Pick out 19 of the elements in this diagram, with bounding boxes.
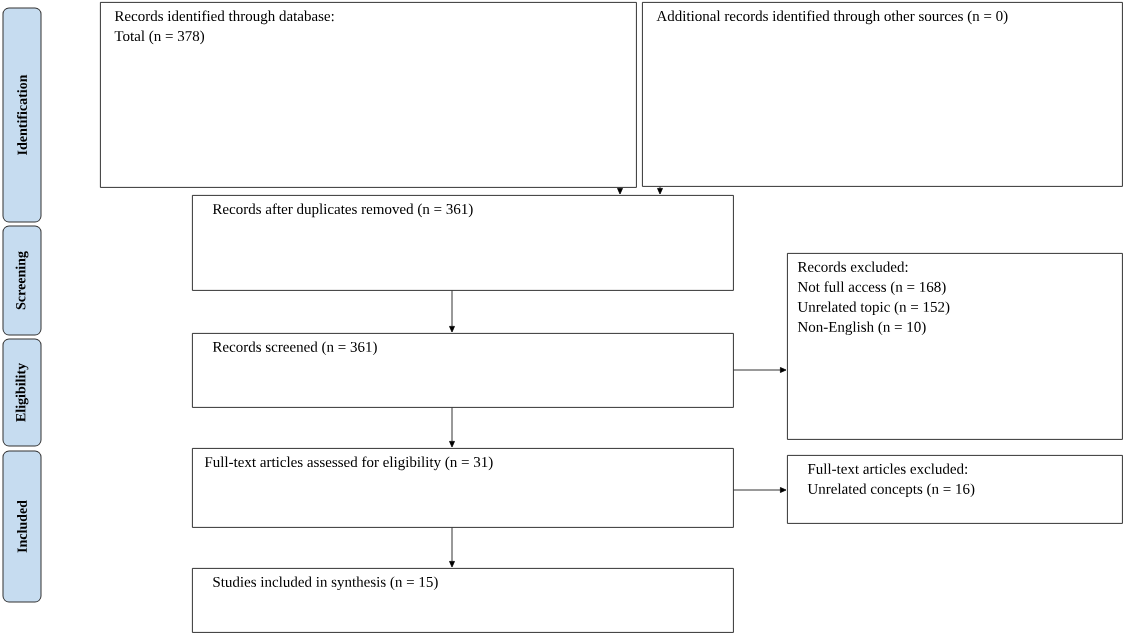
process-box: Additional records identified through other sources (n = 0) <box>642 2 1123 187</box>
arrow <box>617 187 623 195</box>
phase-band: Included <box>2 450 42 603</box>
arrow <box>449 407 455 448</box>
process-box: Records screened (n = 361) <box>192 333 734 408</box>
arrow <box>449 527 455 568</box>
process-box: Records after duplicates removed (n = 361) <box>192 195 734 291</box>
arrow <box>657 186 663 195</box>
phase-band: Screening <box>2 225 42 336</box>
phase-band: Identification <box>2 7 42 223</box>
process-box: Records excluded: Not full access (n = 168) Unrelated topic (n = 152) Non-English (n = 10) <box>787 253 1123 440</box>
phase-band: Eligibility <box>2 338 42 447</box>
process-box: Full-text articles assessed for eligibility (n = 31) <box>192 448 734 528</box>
arrow <box>733 367 787 373</box>
arrow <box>449 290 455 333</box>
arrow <box>733 487 787 493</box>
process-box: Full-text articles excluded: Unrelated concepts (n = 16) <box>787 455 1123 524</box>
process-box: Records identified through database: Total (n = 378) <box>100 2 637 188</box>
process-box: Studies included in synthesis (n = 15) <box>192 568 734 633</box>
